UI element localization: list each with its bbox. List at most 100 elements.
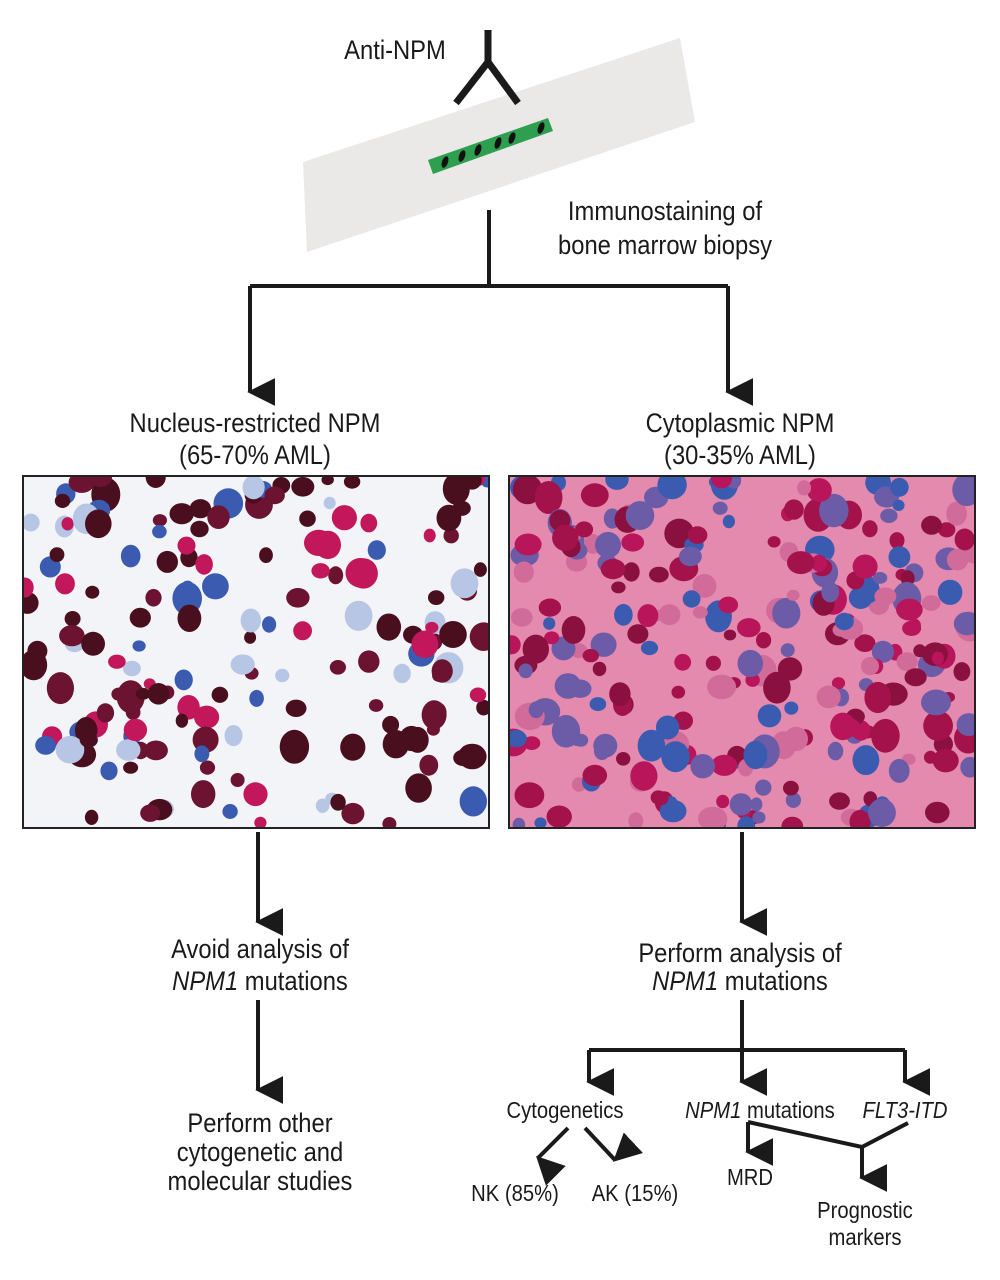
cell-nucleus	[262, 616, 277, 633]
cell-nucleus	[750, 797, 763, 812]
cell-nucleus	[68, 477, 95, 493]
cell-nucleus	[554, 673, 582, 699]
cell-nucleus	[345, 558, 376, 588]
label-text: mutations	[718, 966, 828, 996]
cell-nucleus	[816, 685, 841, 709]
cell-nucleus	[59, 625, 85, 647]
cell-nucleus	[711, 754, 738, 776]
cell-nucleus	[96, 703, 115, 723]
cell-nucleus	[442, 477, 470, 505]
cell-nucleus	[254, 816, 267, 827]
antibody-icon	[453, 30, 521, 106]
cell-nucleus	[716, 794, 730, 809]
cell-nucleus	[177, 604, 202, 632]
cell-nucleus	[340, 733, 366, 761]
cell-nucleus	[854, 634, 876, 652]
micrograph-nucleus-restricted	[22, 475, 490, 829]
cell-nucleus	[190, 520, 209, 538]
cell-nucleus	[147, 683, 170, 705]
cell-nucleus	[723, 629, 737, 641]
cell-nucleus	[785, 792, 801, 808]
left-step2-line2: cytogenetic and	[176, 1137, 344, 1167]
cell-nucleus	[382, 715, 400, 734]
cell-nucleus	[46, 672, 74, 705]
cell-nucleus	[755, 779, 772, 796]
cell-nucleus	[829, 792, 850, 810]
cell-nucleus	[279, 729, 310, 764]
cell-nucleus	[737, 816, 756, 827]
label-text: mutations	[741, 1097, 835, 1123]
gene-name: NPM1	[685, 1097, 742, 1123]
cell-nucleus	[64, 611, 81, 627]
cell-nucleus	[896, 652, 918, 672]
cell-nucleus	[129, 607, 151, 628]
cell-nucleus	[811, 554, 828, 572]
cell-nucleus	[538, 598, 562, 617]
cell-nucleus	[35, 736, 56, 755]
cell-nucleus	[469, 687, 487, 703]
cell-nucleus	[315, 798, 330, 813]
cell-nucleus	[831, 677, 846, 690]
cell-nucleus	[698, 806, 728, 827]
cell-nucleus	[462, 477, 482, 490]
cell-nucleus	[393, 663, 411, 684]
cell-nucleus	[784, 701, 799, 715]
cell-nucleus	[341, 802, 365, 825]
cell-nucleus	[152, 524, 167, 539]
prognostic-label-2: markers	[828, 1224, 902, 1250]
cell-nucleus	[637, 729, 666, 762]
cell-nucleus	[299, 510, 316, 527]
cell-nucleus	[575, 521, 594, 538]
cell-nucleus	[661, 741, 690, 773]
cell-nucleus	[873, 727, 886, 742]
process-label-2: bone marrow biopsy	[558, 230, 772, 260]
cell-nucleus	[311, 563, 330, 579]
cell-nucleus	[592, 661, 607, 677]
cell-nucleus	[291, 477, 315, 497]
nk-label: NK (85%)	[471, 1180, 559, 1206]
cell-nucleus	[674, 653, 692, 671]
cell-nucleus	[921, 689, 951, 716]
left-title-2: (65-70% AML)	[179, 440, 331, 470]
cell-nucleus	[763, 671, 791, 704]
cell-nucleus	[589, 697, 607, 712]
slide-illustration	[303, 38, 695, 252]
cell-nucleus	[145, 477, 166, 488]
cell-nucleus	[328, 566, 344, 585]
cell-nucleus	[382, 817, 397, 827]
cell-nucleus	[360, 513, 378, 533]
cell-nucleus	[682, 590, 701, 608]
cell-nucleus	[177, 695, 200, 720]
cell-nucleus	[331, 505, 357, 531]
cell-nucleus	[692, 606, 708, 619]
cell-nucleus	[534, 481, 563, 514]
cell-nucleus	[595, 531, 621, 559]
right-step1-line1: Perform analysis of	[638, 938, 842, 968]
cell-nucleus	[343, 477, 361, 489]
cell-nucleus	[189, 499, 212, 519]
cell-nucleus	[436, 504, 462, 532]
cell-nucleus	[852, 554, 878, 579]
cell-nucleus	[871, 640, 894, 663]
cell-nucleus	[784, 499, 804, 520]
cell-nucleus	[411, 630, 439, 659]
cell-nucleus	[240, 608, 261, 633]
cell-nucleus	[199, 760, 216, 775]
cell-nucleus	[896, 598, 923, 621]
cell-nucleus	[625, 501, 655, 530]
cell-nucleus	[849, 809, 871, 827]
merge-line	[747, 1120, 909, 1150]
cell-nucleus	[783, 780, 799, 796]
cell-nucleus	[834, 612, 854, 631]
left-step1-line1: Avoid analysis of	[171, 934, 349, 964]
cell-nucleus	[923, 710, 953, 741]
cell-nucleus	[888, 758, 910, 783]
cell-nucleus	[904, 668, 927, 687]
cell-nucleus	[85, 585, 100, 599]
cell-nucleus	[780, 643, 795, 657]
cell-nucleus	[729, 793, 753, 816]
cell-nucleus	[954, 528, 974, 551]
cell-nucleus	[323, 496, 336, 510]
cell-nucleus	[737, 618, 761, 638]
cell-nucleus	[605, 477, 629, 490]
